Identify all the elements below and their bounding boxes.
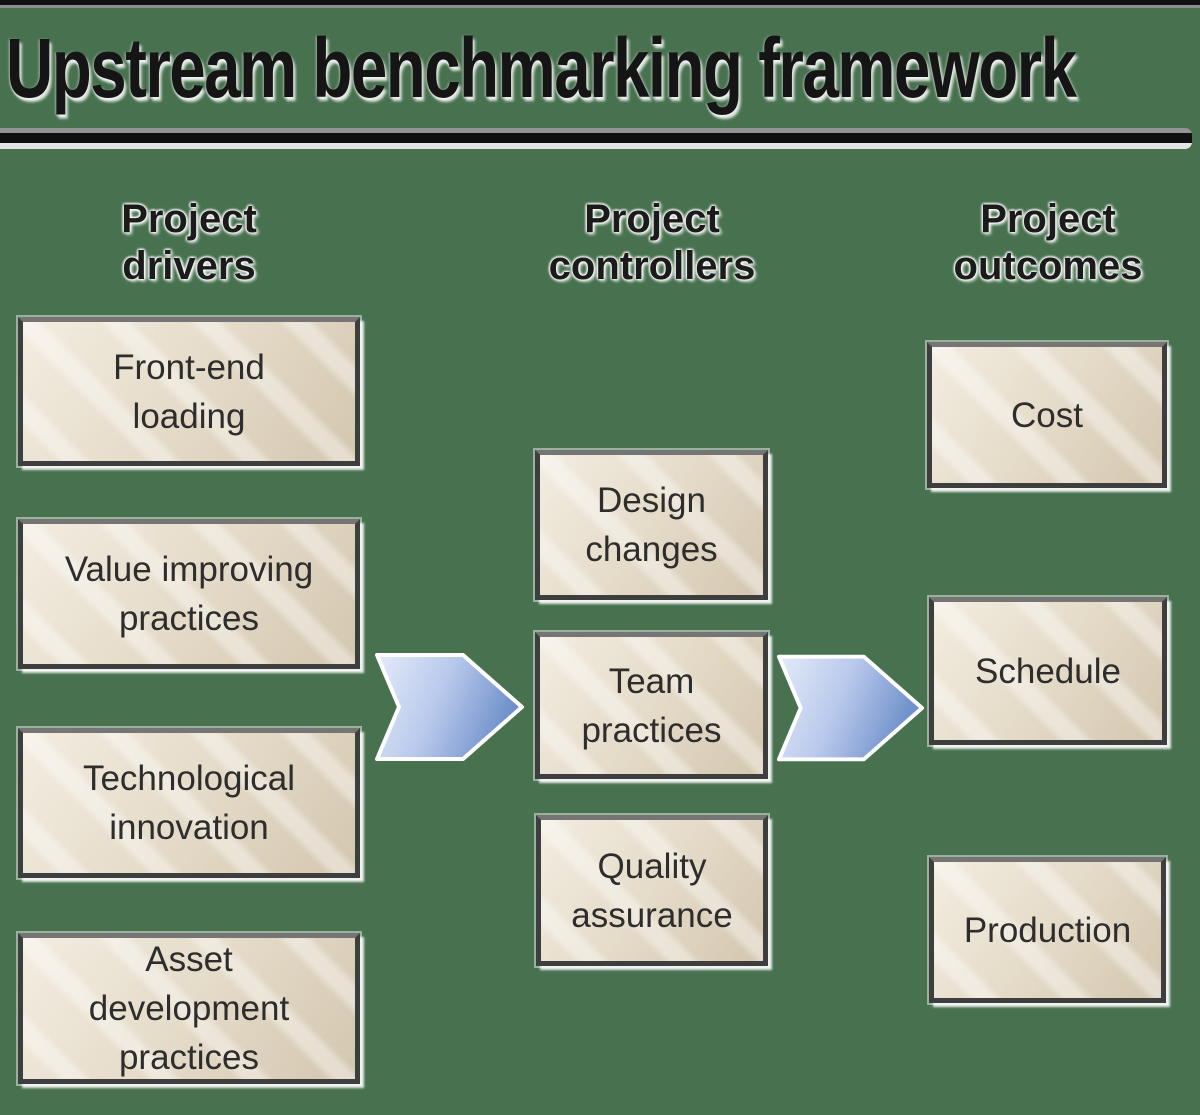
diagram-title: Upstream benchmarking framework (6, 21, 1077, 115)
column-header-project-controllers: Project controllers (548, 197, 756, 289)
box-asset-development-practices: Asset development practices (18, 933, 360, 1084)
box-quality-assurance: Quality assurance (536, 815, 768, 966)
box-value-improving-practices: Value improving practices (18, 519, 360, 669)
box-design-changes: Design changes (535, 450, 768, 600)
box-team-practices: Team practices (535, 632, 768, 779)
box-schedule: Schedule (929, 597, 1167, 745)
box-technological-innovation: Technological innovation (18, 728, 360, 878)
flow-arrow-icon (374, 652, 526, 762)
column-header-project-drivers: Project drivers (121, 197, 257, 289)
box-production: Production (929, 857, 1166, 1003)
box-cost: Cost (927, 342, 1167, 488)
box-front-end-loading: Front-end loading (18, 317, 360, 466)
title-underline (0, 128, 1192, 149)
flow-arrow-icon (776, 652, 926, 764)
top-border-bar (0, 0, 1200, 8)
column-header-project-outcomes: Project outcomes (953, 197, 1143, 289)
